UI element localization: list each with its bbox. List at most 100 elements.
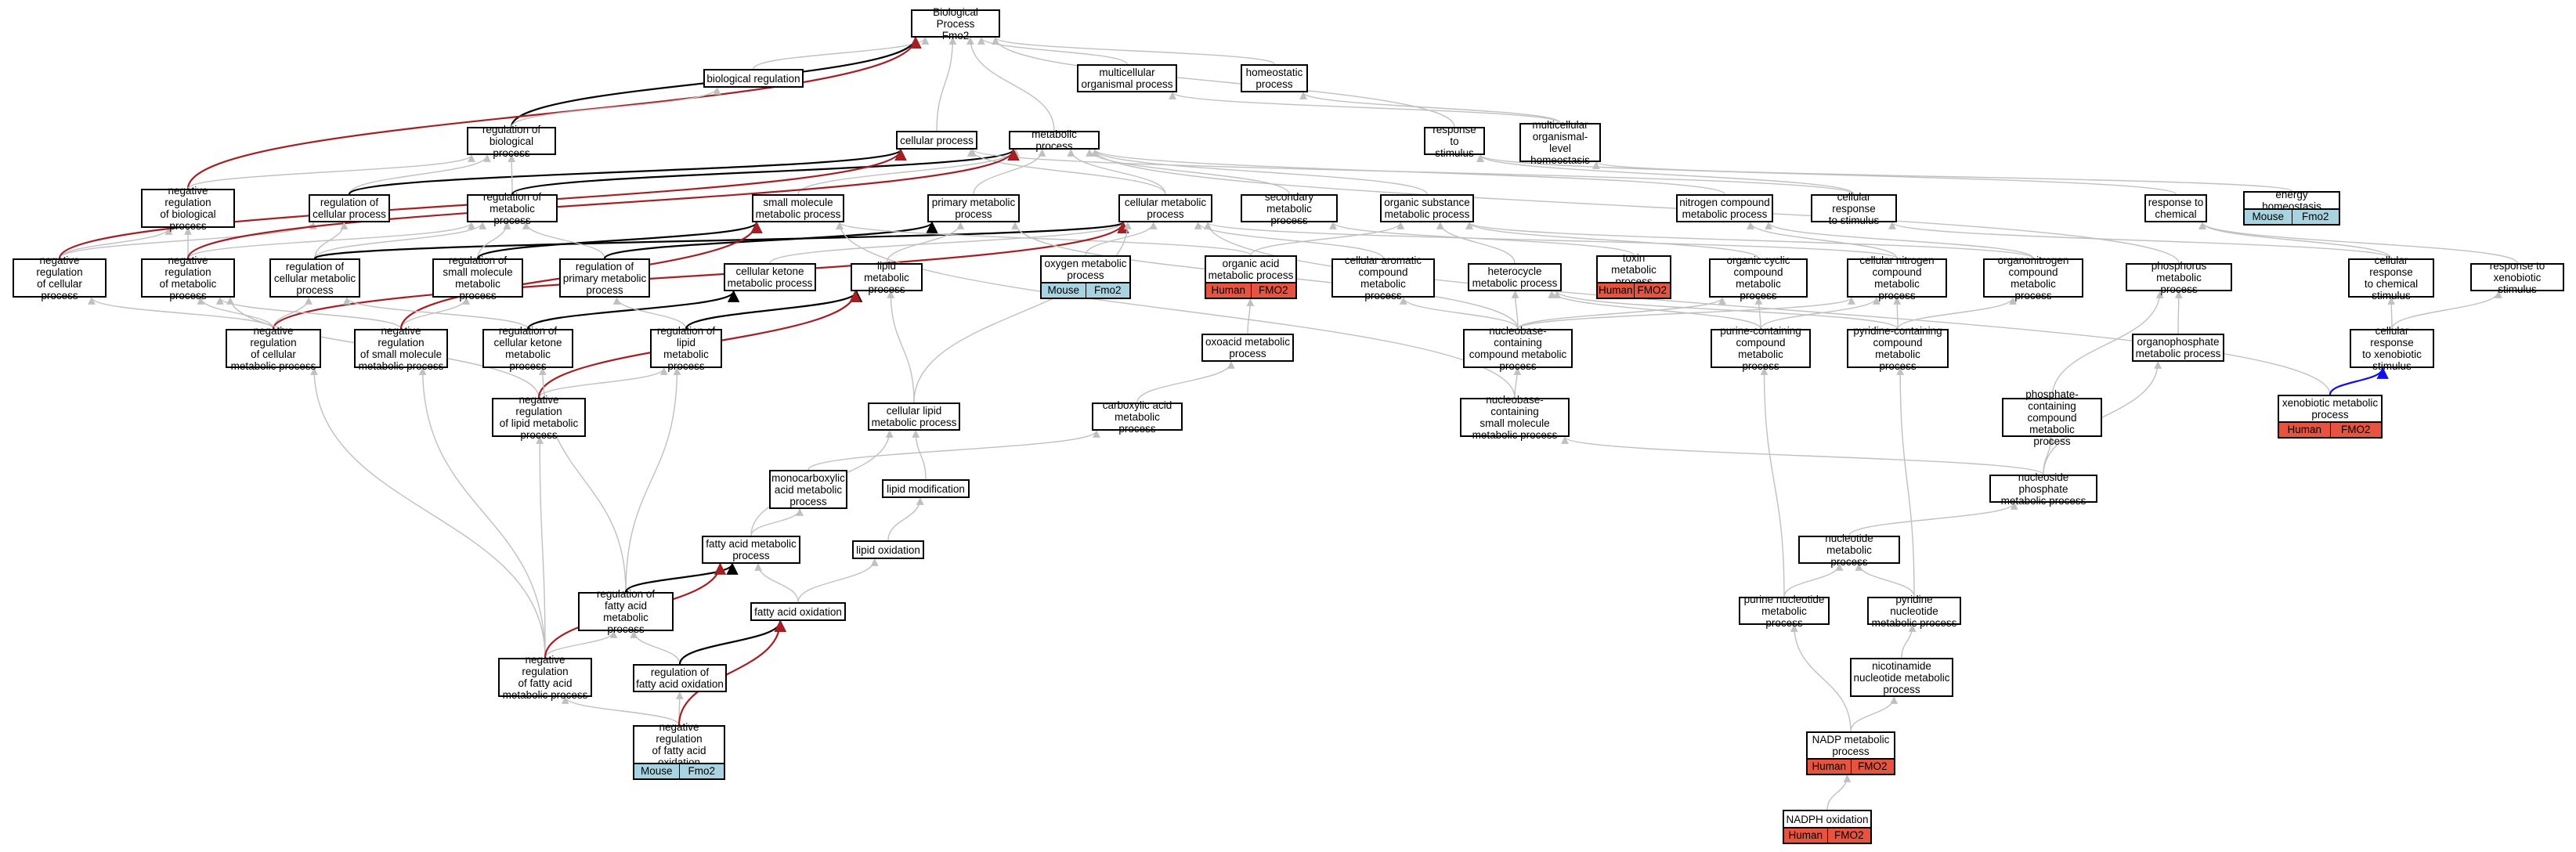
node-negative-regulation-of-cellular-process[interactable]: negative regulation of cellular process [13,255,107,301]
node-organonitrogen-compound-metabolic-process[interactable]: organonitrogen compound metabolic proces… [1983,255,2083,301]
edge-phosphate_containing_compound_metabolic_process-to-phosphorus_metabolic_process [2051,291,2164,399]
node-regulation-of-metabolic-process[interactable]: regulation of metabolic process [467,191,558,226]
node-homeostatic-process[interactable]: homeostatic process [1241,64,1308,92]
badge-species: Mouse [640,765,673,777]
node-negative-regulation-of-fatty-acid-metabolic-process[interactable]: negative regulation of fatty acid metabo… [498,654,592,701]
node-organic-substance-metabolic-process[interactable]: organic substance metabolic process [1380,194,1474,222]
edge-multicellular_organismal_level_homeostasis-to-multicellular_organismal_process [1169,92,1561,124]
badge-species: Human [1211,284,1246,296]
node-purine-containing-compound-metabolic-process[interactable]: purine-containing compound metabolic pro… [1711,325,1811,372]
node-nucleobase-containing-compound-metabolic-process[interactable]: nucleobase-containing compound metabolic… [1463,325,1573,372]
edge-regulation_of_small_molecule_metabolic_process-to-regulation_of_metabolic_process [477,222,511,259]
edge-organonitrogen_compound_metabolic_process-to-nitrogen_compound_metabolic_process [1765,222,2034,259]
node-negative-regulation-of-lipid-metabolic-process[interactable]: negative regulation of lipid metabolic p… [492,394,586,441]
node-lipid-modification[interactable]: lipid modification [882,479,970,498]
edge-cellular_process-to-bp [936,37,957,132]
edge-multicellular_organismal_level_homeostasis-to-homeostatic_process [1299,92,1561,124]
node-organophosphate-metabolic-process[interactable]: organophosphate metabolic process [2132,334,2224,362]
badge-gene: Fmo2 [2291,210,2339,224]
node-cellular-response-to-chemical-stimulus[interactable]: cellular response to chemical stimulus [2348,255,2434,301]
node-regulation-of-fatty-acid-oxidation[interactable]: regulation of fatty acid oxidation [633,664,727,692]
node-response-to-chemical[interactable]: response to chemical [2144,194,2207,222]
edge-negative_regulation_of_cellular_process-to-negative_regulation_of_biological_process [59,227,173,259]
edge-regulation_of_cellular_metabolic_process-to-regulation_of_cellular_process [314,222,349,259]
node-organic-cyclic-compound-metabolic-process[interactable]: organic cyclic compound metabolic proces… [1709,255,1808,301]
node-oxoacid-metabolic-process[interactable]: oxoacid metabolic process [1201,334,1294,362]
node-phosphate-containing-compound-metabolic-process[interactable]: phosphate-containing compound metabolic … [2002,388,2102,447]
edge-oxygen_metabolic_process-to-cellular_metabolic_process [1085,222,1158,256]
node-nicotinamide-nucleotide-metabolic-process[interactable]: nicotinamide nucleotide metabolic proces… [1850,658,1953,697]
node-cellular-aromatic-compound-metabolic-process[interactable]: cellular aromatic compound metabolic pro… [1331,255,1435,301]
node-organic-acid-metabolic-process[interactable]: organic acid metabolic process [1205,255,1297,283]
node-nucleoside-phosphate-metabolic-process[interactable]: nucleoside phosphate metabolic process [1989,471,2097,507]
edge-negative_regulation_of_biological_process-to-regulation_of_biological_process [187,154,475,190]
node-xenobiotic-metabolic-process[interactable]: xenobiotic metabolic process [2278,395,2383,423]
node-fatty-acid-oxidation[interactable]: fatty acid oxidation [750,602,846,621]
node-multicellular-organismal-level-homeostasis[interactable]: multicellular organismal-level homeostas… [1519,119,1601,166]
node-nucleobase-containing-small-molecule-metabolic-process[interactable]: nucleobase-containing small molecule met… [1460,394,1570,441]
node-regulation-of-fatty-acid-metabolic-process[interactable]: regulation of fatty acid metabolic proce… [578,588,674,635]
node-pyridine-nucleotide-metabolic-process[interactable]: pyridine nucleotide metabolic process [1867,594,1961,629]
node-response-to-xenobiotic-stimulus[interactable]: response to xenobiotic stimulus [2470,260,2564,295]
node-secondary-metabolic-process[interactable]: secondary metabolic process [1241,191,1338,226]
edge-nadph_oxidation-to-nadp_metabolic_process [1826,774,1852,810]
node-cellular-response-to-stimulus[interactable]: cellular response to stimulus [1811,191,1897,226]
node-regulation-of-primary-metabolic-process[interactable]: regulation of primary metabolic process [559,258,650,298]
badge-gene: FMO2 [1826,829,1871,843]
node-carboxylic-acid-metabolic-process[interactable]: carboxylic acid metabolic process [1092,399,1183,435]
node-oxygen-metabolic-process[interactable]: oxygen metabolic process [1040,255,1131,283]
node-toxin-metabolic-process[interactable]: toxin metabolic process [1596,252,1671,287]
node-cellular-ketone-metabolic-process[interactable]: cellular ketone metabolic process [724,263,816,291]
node-small-molecule-metabolic-process[interactable]: small molecule metabolic process [752,194,844,222]
node-purine-nucleotide-metabolic-process[interactable]: purine nucleotide metabolic process [1739,594,1830,629]
node-nucleotide-metabolic-process[interactable]: nucleotide metabolic process [1798,532,1900,568]
node-phosphorus-metabolic-process[interactable]: phosphorus metabolic process [2126,260,2232,295]
node-cellular-lipid-metabolic-process[interactable]: cellular lipid metabolic process [868,403,960,431]
node-nitrogen-compound-metabolic-process[interactable]: nitrogen compound metabolic process [1676,194,1773,222]
node-negative-regulation-of-metabolic-process[interactable]: negative regulation of metabolic process [141,255,235,301]
node-regulation-of-biological-process[interactable]: regulation of biological process [467,124,556,159]
node-regulation-of-lipid-metabolic-process[interactable]: regulation of lipid metabolic process [650,325,722,372]
node-fatty-acid-metabolic-process[interactable]: fatty acid metabolic process [702,536,800,564]
node-cellular-process[interactable]: cellular process [896,131,977,150]
node-cellular-metabolic-process[interactable]: cellular metabolic process [1118,194,1212,222]
node-negative-regulation-of-small-molecule-metabolic-process[interactable]: negative regulation of small molecule me… [354,325,448,372]
edge-organonitrogen_compound_metabolic_process-to-organic_substance_metabolic_process [1465,222,2034,259]
edge-pyridine_containing_compound_metabolic_process-to-cellular_nitrogen_compound_metabolic_process [1893,297,1902,330]
edge-multicellular_organismal_process-to-bp [977,37,1128,65]
node-nadp-metabolic-process[interactable]: NADP metabolic process [1806,731,1895,760]
node-multicellular-organismal-process[interactable]: multicellular organismal process [1077,64,1177,92]
node-regulation-of-cellular-ketone-metabolic-process[interactable]: regulation of cellular ketone metabolic … [482,325,573,372]
node-lipid-oxidation[interactable]: lipid oxidation [852,540,924,559]
node-negative-regulation-of-cellular-metabolic-process[interactable]: negative regulation of cellular metaboli… [226,325,321,372]
node-lipid-metabolic-process[interactable]: lipid metabolic process [851,260,923,295]
node-cellular-response-to-xenobiotic-stimulus[interactable]: cellular response to xenobiotic stimulus [2350,325,2434,372]
edge-regulation_of_fatty_acid_metabolic_process-to-fatty_acid_metabolic_process [624,562,739,593]
node-response-to-stimulus[interactable]: response to stimulus [1424,124,1485,159]
node-energy-homeostasis[interactable]: energy homeostasis [2243,189,2340,212]
node-regulation-of-cellular-metabolic-process[interactable]: regulation of cellular metabolic process [269,258,360,298]
node-nadph-oxidation[interactable]: NADPH oxidation [1783,810,1872,829]
node-cellular-nitrogen-compound-metabolic-process[interactable]: cellular nitrogen compound metabolic pro… [1847,255,1947,301]
edge-heterocycle_metabolic_process-to-organic_substance_metabolic_process [1436,222,1516,264]
node-bp[interactable]: Biological Process Fmo2 [911,6,1000,42]
node-heterocycle-metabolic-process[interactable]: heterocycle metabolic process [1468,263,1562,291]
node-regulation-of-cellular-process[interactable]: regulation of cellular process [309,194,390,222]
edge-cellular_response_to_chemical_stimulus-to-response_to_chemical [2198,222,2392,259]
node-monocarboxylic-acid-metabolic-process[interactable]: monocarboxylic acid metabolic process [769,470,847,509]
node-regulation-of-small-molecule-metabolic-process[interactable]: regulation of small molecule metabolic p… [432,255,523,301]
edge-regulation_of_biological_process-to-biological_regulation [511,87,721,128]
node-negative-regulation-of-fatty-acid-oxidation[interactable]: negative regulation of fatty acid oxidat… [633,721,725,768]
edge-negative_regulation_of_cellular_metabolic_process-to-negative_regulation_of_metabolic_process [197,297,274,330]
node-primary-metabolic-process[interactable]: primary metabolic process [927,194,1020,222]
edge-nucleoside_phosphate_metabolic_process-to-nucleobase_containing_small_molecule_metabolic_process [1561,436,2044,475]
node-negative-regulation-of-biological-process[interactable]: negative regulation of biological proces… [141,185,235,232]
node-biological-regulation[interactable]: biological regulation [703,69,804,88]
node-pyridine-containing-compound-metabolic-process[interactable]: pyridine-containing compound metabolic p… [1847,325,1949,372]
node-metabolic-process[interactable]: metabolic process [1009,128,1100,152]
edge-cellular_nitrogen_compound_metabolic_process-to-cellular_metabolic_process [1204,222,1898,259]
